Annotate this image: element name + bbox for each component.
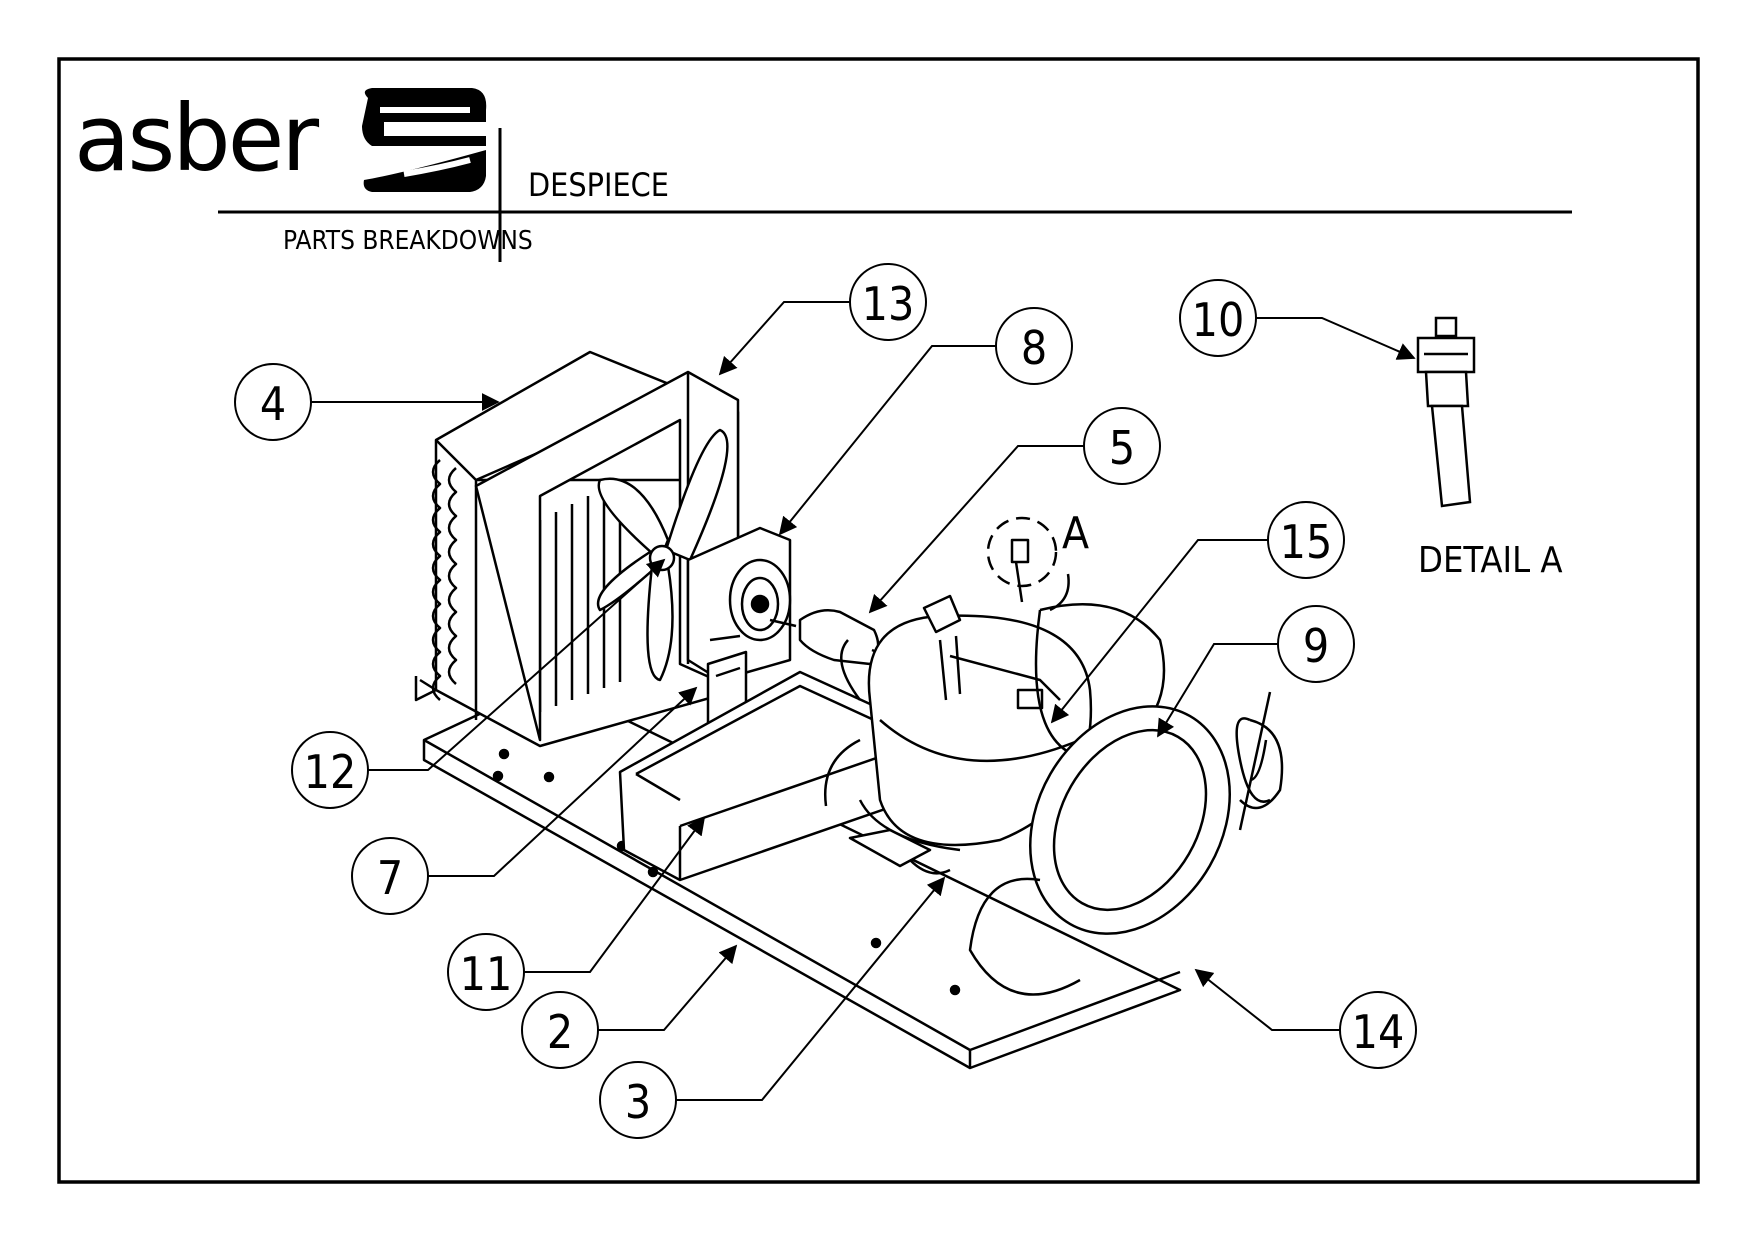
callout-7: 7: [351, 686, 698, 915]
callout-leader: [1050, 539, 1268, 724]
title-despiece: DESPIECE: [528, 166, 669, 204]
callout-number: 7: [377, 851, 403, 905]
fan-motor: [686, 526, 792, 682]
callout-leader: [368, 558, 666, 771]
title-block: asber DESPIECE PARTS BREAKDOWNS: [74, 85, 1572, 262]
callout-layer: 4 13 8 10 5 15 9 12 7 11 23 14: [234, 263, 1417, 1139]
callout-balloon: [995, 307, 1073, 385]
callout-13: 13: [718, 263, 927, 376]
fan-blade: [596, 428, 729, 682]
callout-number: 10: [1192, 293, 1245, 347]
callout-12: 12: [291, 558, 666, 809]
callout-number: 2: [547, 1005, 573, 1059]
brand-wordmark: asber: [74, 85, 319, 192]
callout-leader: [1194, 968, 1340, 1031]
callout-balloon: [234, 363, 312, 441]
callout-number: 5: [1109, 421, 1135, 475]
callout-5: 5: [868, 407, 1161, 614]
callout-4: 4: [234, 363, 500, 441]
callout-number: 11: [460, 947, 513, 1001]
callout-balloon: [849, 263, 927, 341]
callout-15: 15: [1050, 501, 1345, 724]
drawing-frame: [57, 57, 1700, 1184]
callout-balloon: [1339, 991, 1417, 1069]
callout-balloon: [291, 731, 369, 809]
relay: [922, 594, 1061, 710]
callout-leader: [1256, 317, 1416, 360]
callout-number: 8: [1021, 321, 1047, 375]
detail-a-label: DETAIL A: [1418, 540, 1563, 581]
callout-leader: [428, 686, 698, 877]
callout-balloon: [521, 991, 599, 1069]
callout-number: 4: [260, 377, 286, 431]
callout-leader: [524, 816, 706, 973]
callout-leader: [676, 876, 946, 1101]
callout-balloon: [599, 1061, 677, 1139]
callout-balloon: [1083, 407, 1161, 485]
callout-9: 9: [1157, 605, 1355, 738]
condensate-loop: [968, 691, 1284, 996]
callout-10: 10: [1179, 279, 1416, 360]
callout-leader: [598, 944, 738, 1031]
callout-balloon: [351, 837, 429, 915]
callout-11: 11: [447, 816, 706, 1011]
callout-number: 15: [1280, 515, 1333, 569]
callout-balloon: [1179, 279, 1257, 357]
subtitle-parts-breakdowns: PARTS BREAKDOWNS: [283, 226, 533, 256]
capillary-tube: [1235, 717, 1271, 803]
callout-balloon: [1267, 501, 1345, 579]
callout-balloon: [1277, 605, 1355, 683]
callout-leader: [868, 445, 1084, 614]
callout-number: 14: [1352, 1005, 1405, 1059]
callout-leader: [718, 301, 850, 376]
callout-number: 13: [862, 277, 915, 331]
assembly-drawing: [414, 350, 1284, 1070]
brand-logo-mark: [362, 88, 487, 192]
detail-a-callout: [986, 516, 1058, 603]
detail-a-component: [1416, 316, 1476, 508]
callout-8: 8: [778, 307, 1073, 536]
detail-a-marker: A: [1062, 508, 1089, 559]
callout-number: 3: [625, 1075, 651, 1129]
callout-balloon: [447, 933, 525, 1011]
callout-leader: [1157, 643, 1278, 738]
callout-14: 14: [1194, 968, 1417, 1069]
callout-number: 12: [304, 745, 357, 799]
callout-3: 3: [599, 876, 946, 1139]
callout-2: 2: [521, 944, 738, 1069]
callout-leader: [778, 345, 996, 536]
callout-number: 9: [1303, 619, 1329, 673]
